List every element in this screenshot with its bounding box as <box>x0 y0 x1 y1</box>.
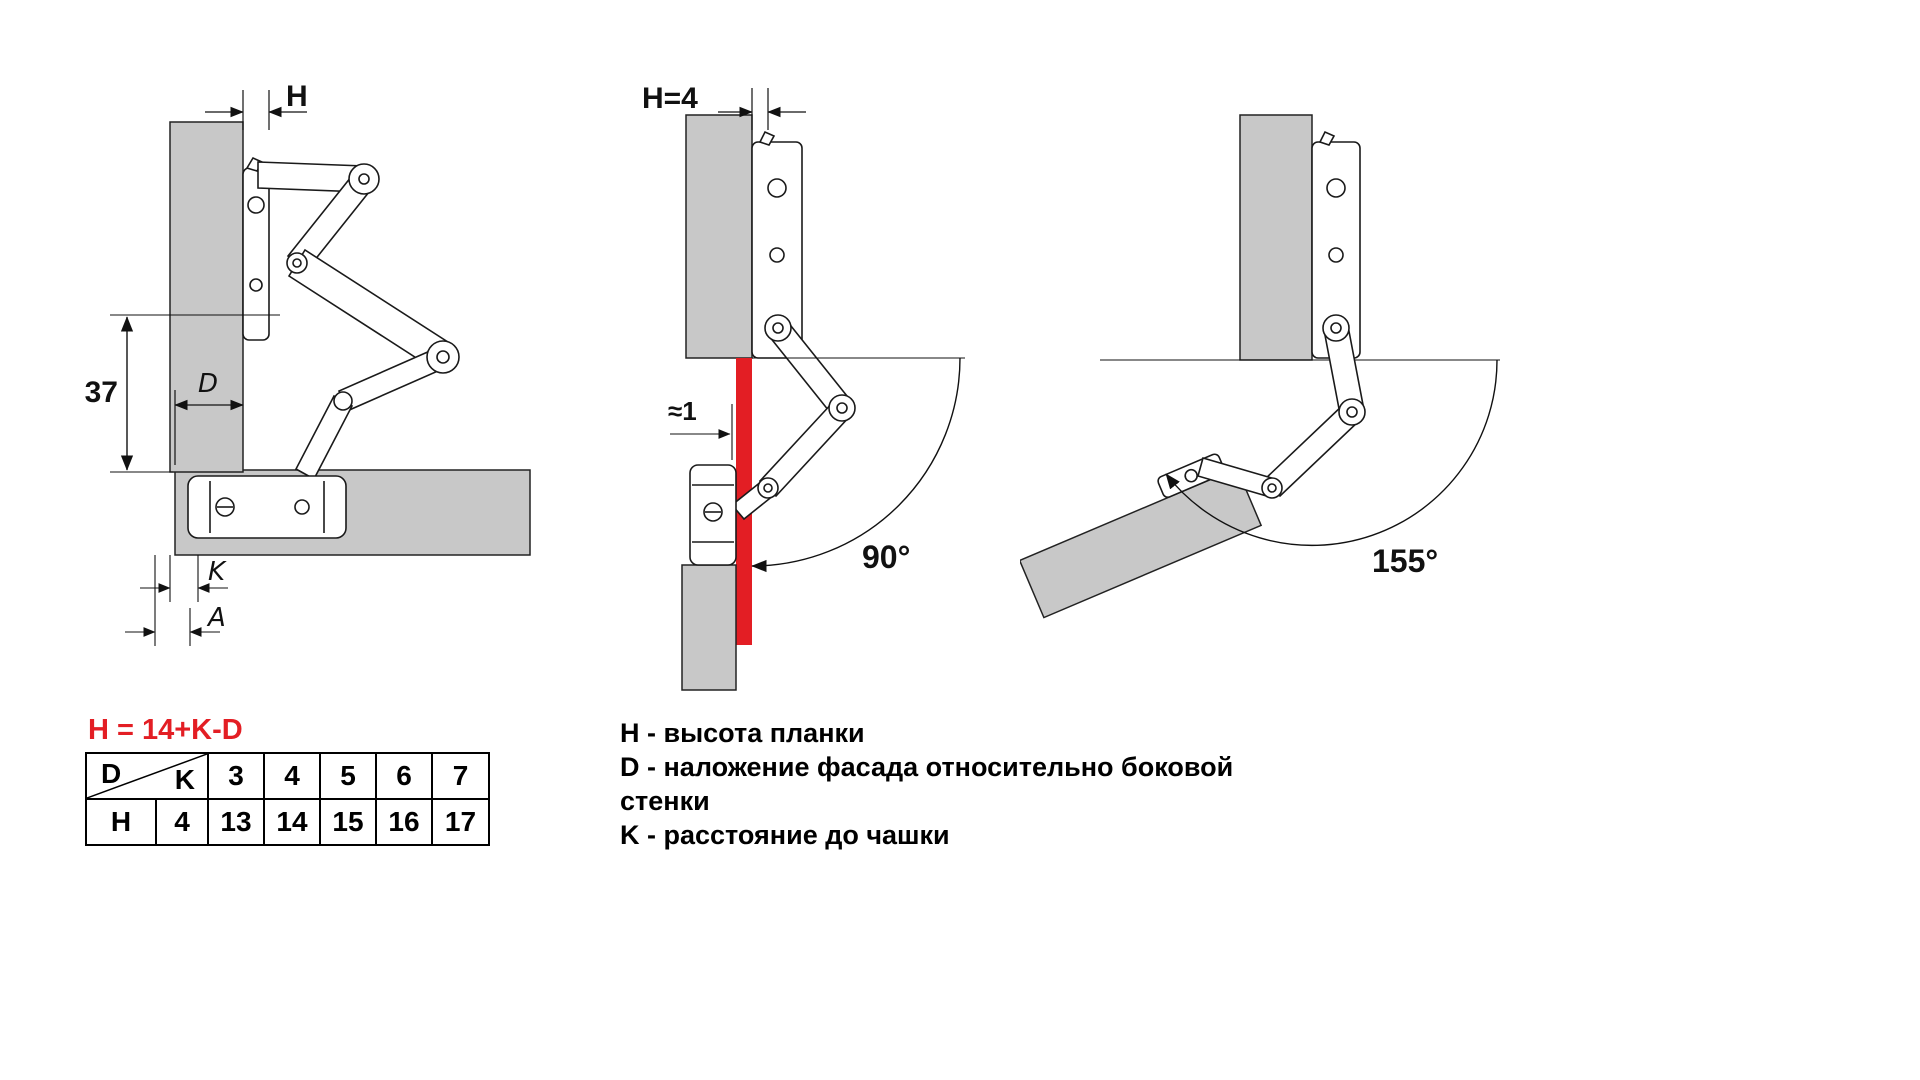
table-header-cell: 3 <box>207 752 265 800</box>
table-cell: 14 <box>263 798 321 846</box>
hinge-spring-hook <box>1318 130 1336 146</box>
table-cell: 13 <box>207 798 265 846</box>
dim-gap-group <box>670 404 733 460</box>
dim-h-group <box>205 90 307 130</box>
dim-37-label: 37 <box>85 376 118 409</box>
table-header-cell: 7 <box>431 752 490 800</box>
hinge-pivot-pin <box>836 402 848 414</box>
hinge-pivot-pin <box>358 173 370 185</box>
hinge-cup <box>187 475 347 539</box>
table-header-row: D K 3 4 5 6 7 <box>85 752 490 800</box>
hinge-assembly-closed <box>187 156 460 539</box>
plate-screw <box>247 196 265 214</box>
table-cell: 17 <box>431 798 490 846</box>
body-screw <box>767 178 787 198</box>
angle-arc-90 <box>751 357 961 573</box>
drawing-hinge-open-90: H=4 ≈1 90° <box>642 82 965 691</box>
body-screw <box>769 247 785 263</box>
hk-table: D K 3 4 5 6 7 H 4 13 14 15 16 17 <box>85 752 490 846</box>
door-panel-open <box>681 564 737 691</box>
plate-screw <box>249 278 263 292</box>
dim-a-label: A <box>206 603 226 633</box>
dim-d-label: D <box>198 369 218 399</box>
cabinet-side-panel <box>685 114 753 359</box>
table-header-cell: 4 <box>263 752 321 800</box>
dim-h-label: H <box>286 80 308 113</box>
dim-h4-label: H=4 <box>642 82 698 115</box>
mounting-plate <box>242 167 270 341</box>
table-cell: 4 <box>155 798 209 846</box>
dim-k-group <box>140 555 228 602</box>
table-value-row: H 4 13 14 15 16 17 <box>85 798 490 846</box>
hinge-pivot-pin <box>292 258 302 268</box>
hinge-spring-hook <box>758 130 776 146</box>
drawing-hinge-open-155: 155° <box>1020 114 1500 619</box>
table-header-cell: 5 <box>319 752 377 800</box>
diagonal-line <box>87 754 207 798</box>
dim-d-group <box>174 390 244 465</box>
body-screw <box>1326 178 1346 198</box>
legend-line-d: D - наложение фасада относительно боково… <box>620 752 1234 782</box>
legend-line-h: H - высота планки <box>620 718 865 748</box>
dim-h4-group <box>718 88 806 130</box>
angle-155-label: 155° <box>1372 543 1438 579</box>
angle-arc-155 <box>1165 359 1498 547</box>
body-screw <box>1328 247 1344 263</box>
hinge-pivot-pin <box>1330 322 1342 334</box>
table-cell: 15 <box>319 798 377 846</box>
hinge-pivot-pin <box>1346 406 1358 418</box>
table-header-cell: 6 <box>375 752 433 800</box>
table-diag-k-label: K <box>174 764 195 795</box>
door-panel-open <box>1020 467 1263 619</box>
cup-screw <box>294 499 310 515</box>
dim-37-group <box>110 314 280 473</box>
hinge-pivot-pin <box>763 483 773 493</box>
table-cell: 16 <box>375 798 433 846</box>
hinge-assembly-90 <box>689 130 856 566</box>
legend-line-k: K - расстояние до чашки <box>620 820 950 850</box>
cabinet-side-panel <box>169 121 244 473</box>
hinge-pivot-pin <box>1267 483 1277 493</box>
legend-line-d2: стенки <box>620 786 710 816</box>
angle-90-label: 90° <box>862 539 910 575</box>
formula-text: H = 14+K-D <box>88 714 243 746</box>
cup-screw <box>1184 468 1198 483</box>
dim-k-label: K <box>208 557 227 587</box>
drawing-hinge-closed: H 37 D K A <box>85 80 531 646</box>
hinge-pivot-pin <box>436 350 450 364</box>
dim-a-group <box>125 555 220 646</box>
cabinet-side-panel <box>1239 114 1313 361</box>
hinge-pivot-pin <box>772 322 784 334</box>
table-row-label: H <box>85 798 157 846</box>
legend: H - высота планки D - наложение фасада о… <box>620 716 1233 852</box>
table-diagonal-cell: D K <box>85 752 209 800</box>
hinge-assembly-155 <box>1197 130 1366 499</box>
hinge-pivot <box>333 391 353 411</box>
dim-gap-label: ≈1 <box>668 396 697 426</box>
table-diag-d-label: D <box>101 758 122 789</box>
